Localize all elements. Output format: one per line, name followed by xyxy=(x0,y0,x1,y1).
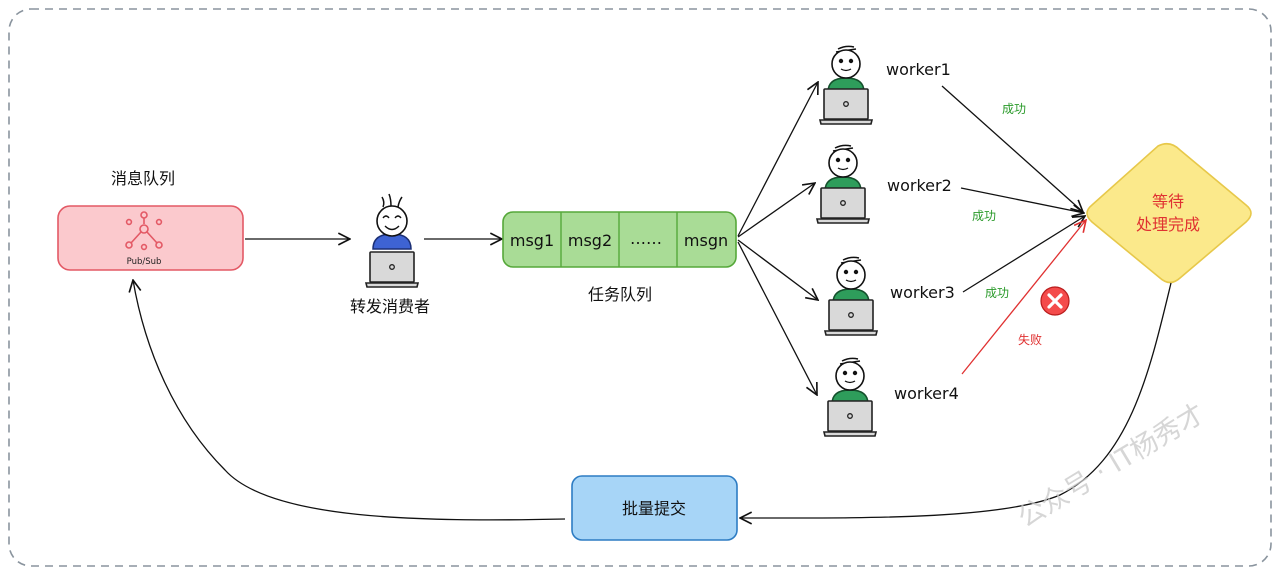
wait-completion-node[interactable]: 等待 处理完成 xyxy=(1086,142,1252,284)
pubsub-icon xyxy=(125,211,163,251)
queue-cell: msg2 xyxy=(568,231,612,250)
arrow-wait-to-batch xyxy=(740,282,1172,518)
arrow-batch-to-mq xyxy=(133,280,566,521)
message-queue-title: 消息队列 xyxy=(111,169,175,188)
dispatch-arrows xyxy=(737,82,818,395)
success-label: 成功 xyxy=(985,286,1009,300)
result-arrows xyxy=(941,85,1086,375)
worker-1[interactable]: worker1 xyxy=(819,45,951,125)
wait-line2: 处理完成 xyxy=(1136,215,1200,234)
worker-3[interactable]: worker3 xyxy=(824,256,955,336)
forwarder-consumer[interactable]: 转发消费者 xyxy=(350,193,430,316)
forwarder-label: 转发消费者 xyxy=(350,297,430,316)
worker-4[interactable]: worker4 xyxy=(823,357,959,437)
worker-2[interactable]: worker2 xyxy=(816,144,952,224)
batch-commit-box xyxy=(571,475,738,541)
queue-cell: msgn xyxy=(684,231,728,250)
fail-label: 失败 xyxy=(1018,332,1042,347)
worker-person-icon xyxy=(823,357,877,437)
worker-person-icon xyxy=(816,144,870,224)
watermark: 公众号 · IT杨秀才 xyxy=(1013,398,1211,534)
worker-label: worker4 xyxy=(894,384,959,403)
wait-diamond xyxy=(1086,142,1252,284)
worker-label: worker1 xyxy=(886,60,951,79)
pubsub-caption: Pub/Sub xyxy=(127,257,162,267)
success-label: 成功 xyxy=(1002,102,1026,116)
success-label: 成功 xyxy=(972,209,996,223)
worker-person-icon xyxy=(819,45,873,125)
worker-label: worker3 xyxy=(890,283,955,302)
message-queue-box xyxy=(57,205,244,271)
queue-cell: msg1 xyxy=(510,231,554,250)
outer-frame xyxy=(8,8,1272,567)
error-x-icon xyxy=(1040,286,1070,316)
task-queue-label: 任务队列 xyxy=(588,285,652,304)
forwarder-person-icon xyxy=(365,193,419,288)
task-queue[interactable]: msg1 msg2 …… msgn 任务队列 xyxy=(502,211,737,304)
queue-cell: …… xyxy=(630,229,662,248)
batch-commit-label: 批量提交 xyxy=(622,499,686,518)
batch-commit-node[interactable]: 批量提交 xyxy=(571,475,738,541)
wait-line1: 等待 xyxy=(1152,192,1184,211)
worker-person-icon xyxy=(824,256,878,336)
worker-label: worker2 xyxy=(887,176,952,195)
message-queue-node[interactable]: 消息队列 Pub/Sub xyxy=(57,169,244,271)
